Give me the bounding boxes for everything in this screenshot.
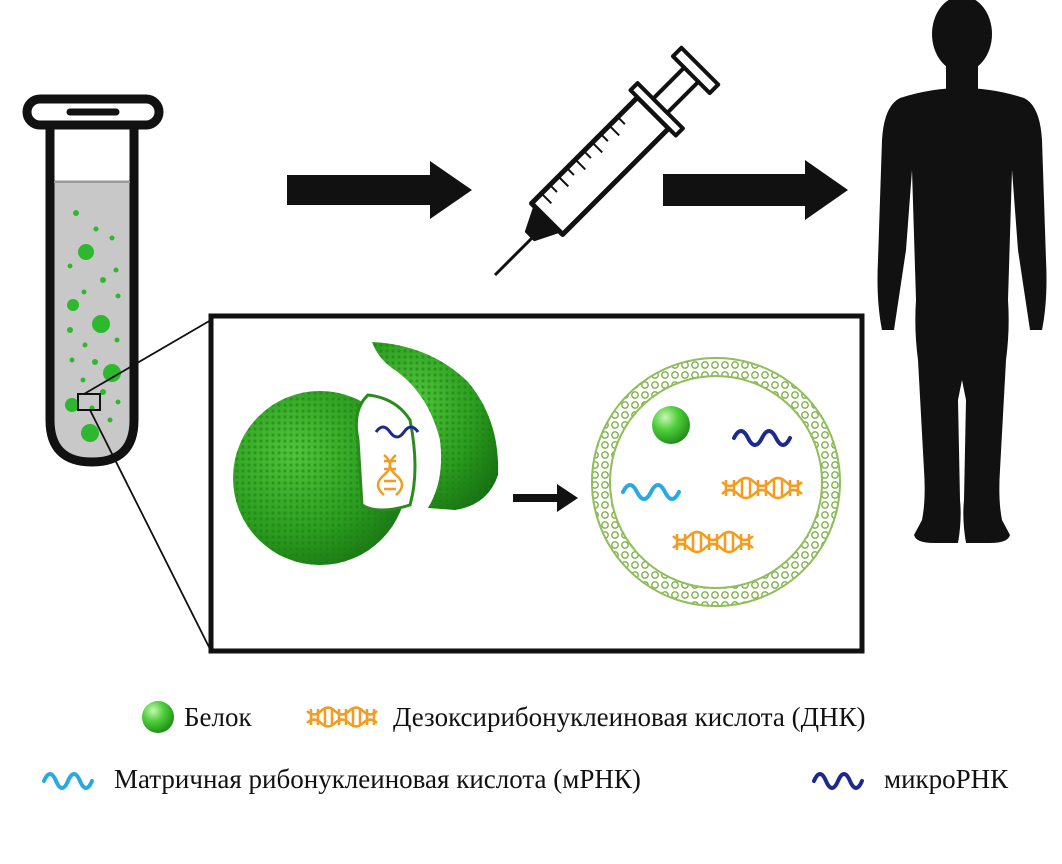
vesicle-membrane <box>591 357 841 607</box>
tube-liquid <box>54 180 130 458</box>
protein-particles <box>65 210 121 442</box>
mrna-icon <box>621 483 681 501</box>
zoom-lines <box>77 319 212 652</box>
dna-icon <box>721 476 803 500</box>
arrow-icon <box>663 160 848 220</box>
legend-microrna-label: микроРНК <box>884 764 1009 794</box>
protein-icon <box>652 406 690 444</box>
legend-mrna-icon <box>42 772 94 790</box>
legend-mrna-label: Матричная рибонуклеиновая кислота (мРНК) <box>114 764 641 794</box>
legend-dna-label: Дезоксирибонуклеиновая кислота (ДНК) <box>393 702 866 732</box>
syringe-icon <box>493 45 721 277</box>
arrow-icon <box>287 161 472 219</box>
human-silhouette-icon <box>877 0 1047 543</box>
legend-dna-icon <box>306 706 378 728</box>
dna-icon <box>376 454 404 496</box>
arrow-icon <box>513 484 578 512</box>
test-tube-icon <box>22 94 164 467</box>
legend-protein-label: Белок <box>184 702 252 732</box>
legend-protein-icon <box>142 701 174 733</box>
vesicle-icon <box>233 342 499 565</box>
dna-icon <box>672 530 754 554</box>
legend-microrna-icon <box>812 772 864 790</box>
microrna-icon <box>732 429 792 447</box>
